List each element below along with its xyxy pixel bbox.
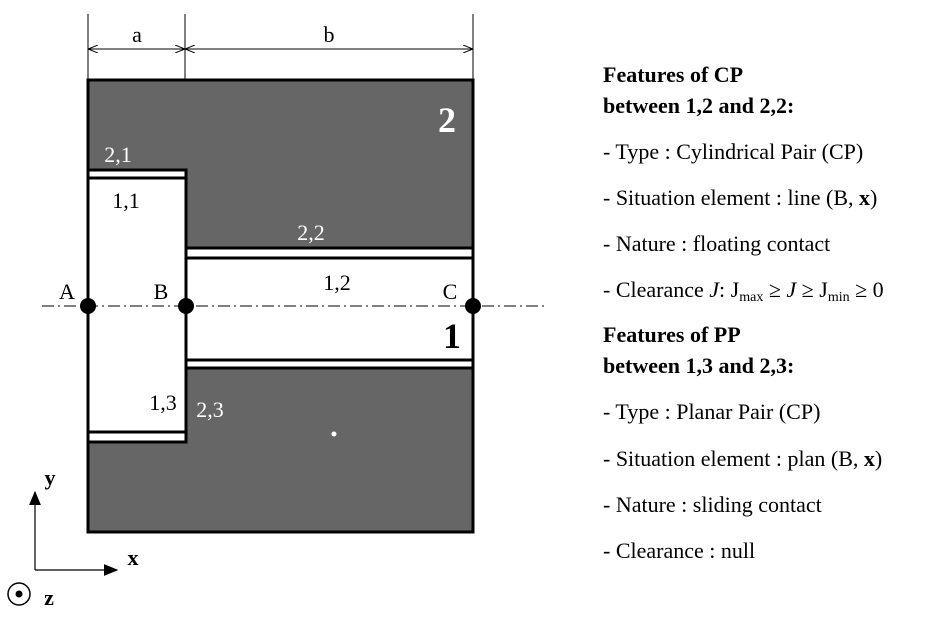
pp-situation-axis: x xyxy=(863,446,875,471)
point-b-dot xyxy=(178,298,194,314)
z-axis-label: z xyxy=(44,585,54,610)
y-axis-label: y xyxy=(45,465,56,490)
cp-clearance-end: ≥ 0 xyxy=(849,277,884,302)
part-2-label: 2 xyxy=(438,100,456,140)
point-a-dot xyxy=(80,298,96,314)
surface-2-3-label: 2,3 xyxy=(196,397,224,422)
surface-2-3-strip xyxy=(86,430,188,444)
pp-type: - Type : Planar Pair (CP) xyxy=(603,399,821,424)
cp-clearance-max: max xyxy=(739,290,764,305)
cp-clearance: - Clearance J: Jmax ≥ J ≥ Jmin ≥ 0 xyxy=(603,277,884,305)
cp-clearance-j: J xyxy=(709,277,720,302)
cp-clearance-j2: J xyxy=(786,277,797,302)
pp-situation-suffix: ) xyxy=(874,446,883,471)
x-axis-label: x xyxy=(128,545,139,570)
pp-clearance: - Clearance : null xyxy=(603,538,756,563)
point-b-label: B xyxy=(154,279,169,304)
surface-1-1-label: 1,1 xyxy=(112,188,140,213)
surface-2-2-strip xyxy=(184,246,475,260)
dim-label-a: a xyxy=(132,22,142,47)
pp-situation: - Situation element : plan (B, x) xyxy=(603,446,882,472)
pp-heading-line-2: between 1,3 and 2,3: xyxy=(603,353,795,378)
center-dot xyxy=(331,431,337,437)
cp-clearance-mid2: ≥ J xyxy=(796,277,828,302)
point-c-dot xyxy=(465,298,481,314)
surface-1-3-label: 1,3 xyxy=(149,390,177,415)
cp-heading-line-2: between 1,2 and 2,2: xyxy=(603,93,795,118)
cp-type: - Type : Cylindrical Pair (CP) xyxy=(603,139,864,164)
surface-1-2-label: 1,2 xyxy=(323,270,351,295)
cp-clearance-prefix: - Clearance xyxy=(603,277,710,302)
surface-2-2-label: 2,2 xyxy=(297,220,325,245)
cp-situation-suffix: ) xyxy=(870,185,878,210)
cp-clearance-colon: : J xyxy=(719,277,740,302)
pp-heading-line-1: Features of PP xyxy=(603,322,741,347)
cp-clearance-mid: ≥ xyxy=(763,277,787,302)
part-1-label: 1 xyxy=(443,316,461,356)
surface-2-2-bottom-strip xyxy=(184,358,475,370)
cp-situation-axis: x xyxy=(859,185,871,210)
z-axis-dot xyxy=(15,590,23,598)
cp-clearance-min: min xyxy=(827,290,850,305)
surface-2-1-strip xyxy=(86,168,188,180)
cp-situation: - Situation element : line (B, x) xyxy=(603,185,877,211)
pp-nature: - Nature : sliding contact xyxy=(603,492,822,517)
surface-2-1-label: 2,1 xyxy=(104,142,132,167)
pp-situation-prefix: - Situation element : plan (B, xyxy=(603,446,864,471)
cp-situation-prefix: - Situation element : line (B, xyxy=(603,185,860,210)
cp-nature: - Nature : floating contact xyxy=(603,231,831,256)
point-a-label: A xyxy=(59,279,75,304)
dim-label-b: b xyxy=(324,22,335,47)
cp-heading-line-1: Features of CP xyxy=(603,62,744,87)
point-c-label: C xyxy=(443,279,458,304)
